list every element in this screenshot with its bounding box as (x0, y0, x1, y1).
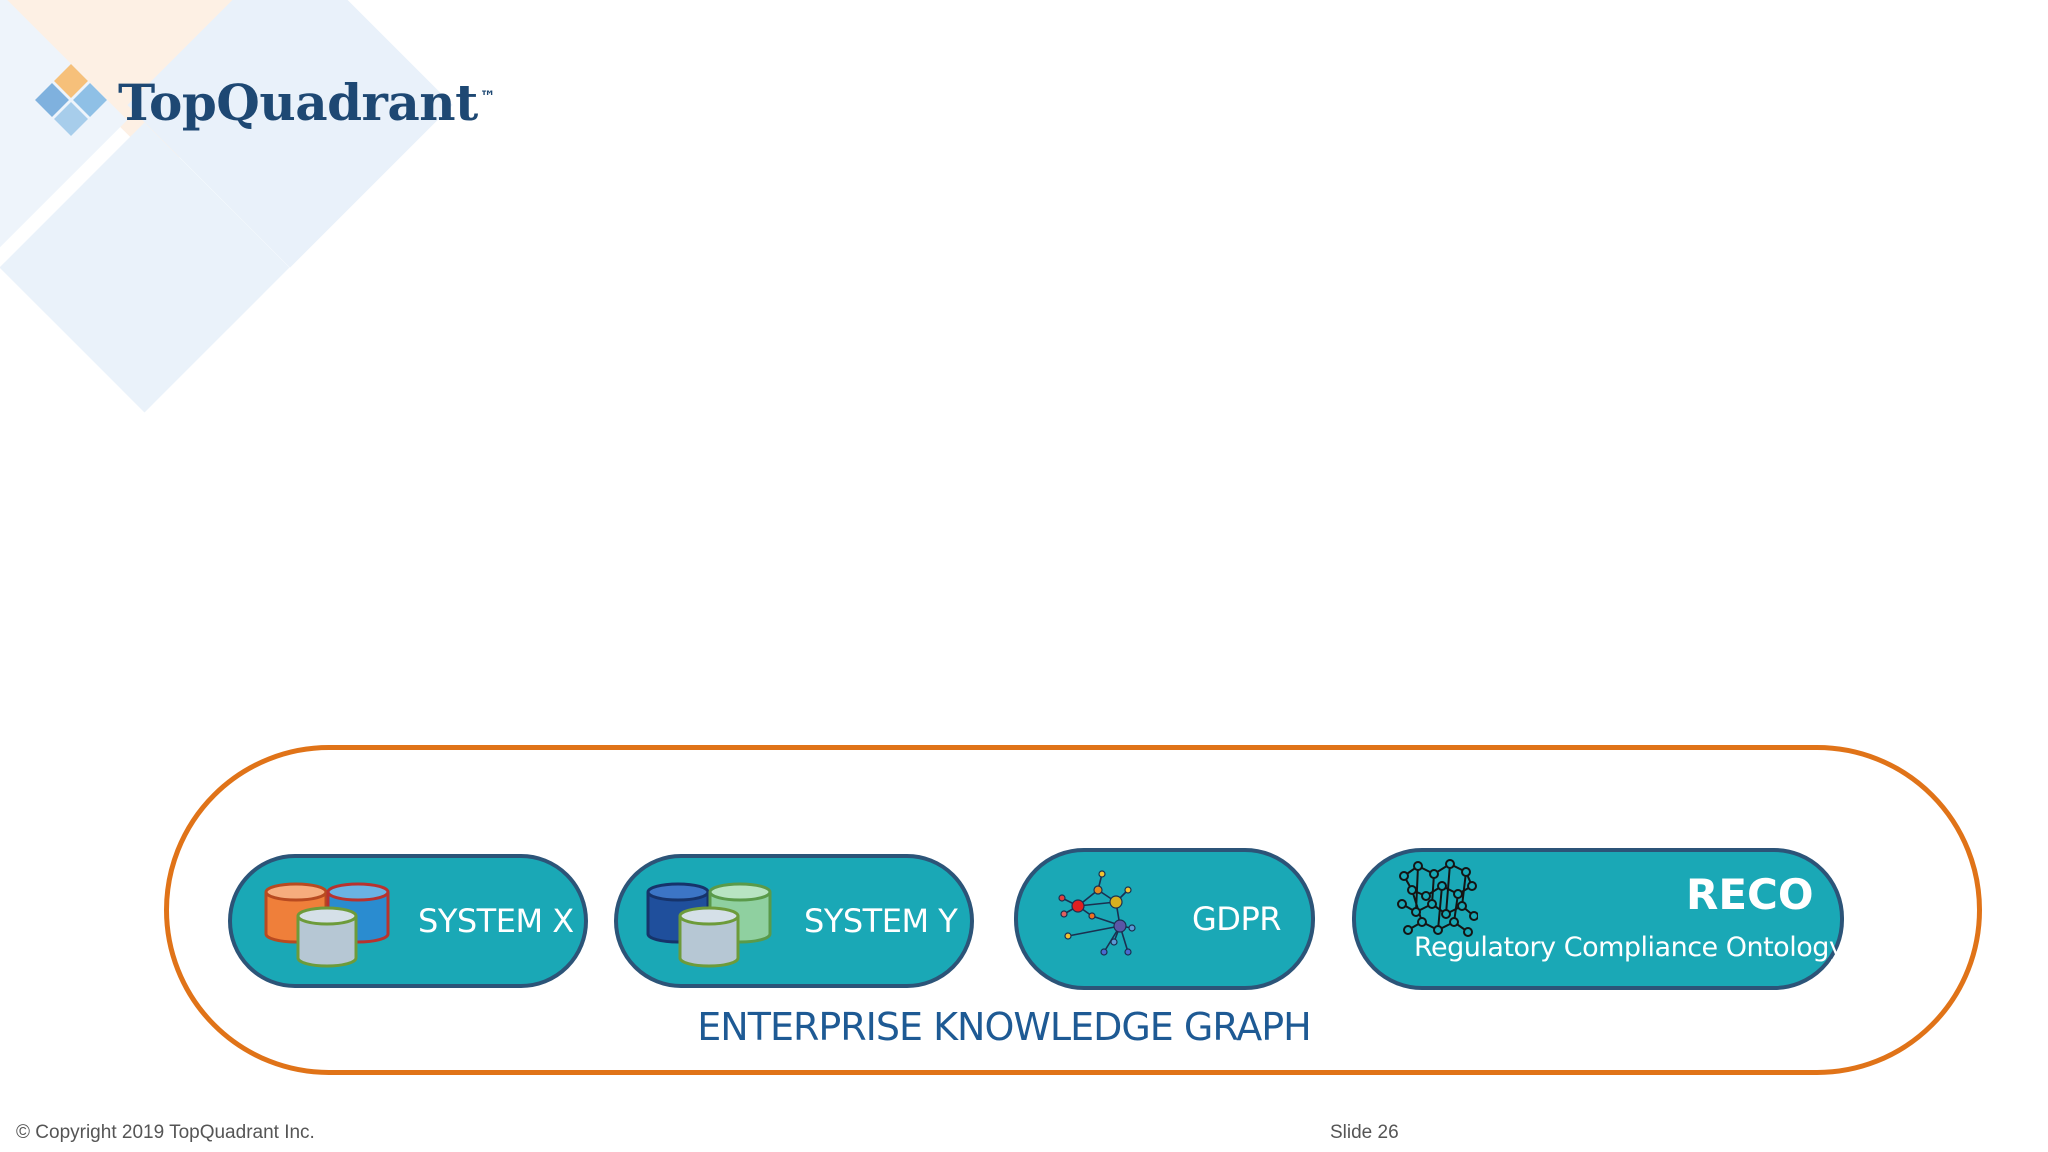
system-y-pill: SYSTEM Y (614, 854, 974, 988)
gdpr-label: GDPR (1192, 900, 1281, 938)
system-x-pill: SYSTEM X (228, 854, 588, 988)
reco-subtitle: Regulatory Compliance Ontology (1414, 932, 1845, 963)
knowledge-graph-label: ENTERPRISE KNOWLEDGE GRAPH (697, 1005, 1311, 1049)
database-icon (262, 880, 392, 974)
logo-mark-icon (35, 64, 107, 137)
knowledge-graph-outline (164, 745, 1982, 1075)
copyright-text: © Copyright 2019 TopQuadrant Inc. (16, 1122, 315, 1143)
network-graph-icon (1394, 856, 1479, 948)
database-icon (644, 880, 774, 974)
reco-title: RECO (1686, 870, 1814, 919)
system-x-label: SYSTEM X (418, 902, 574, 940)
system-y-label: SYSTEM Y (804, 902, 958, 940)
gdpr-pill: GDPR (1014, 848, 1315, 990)
slide-number: Slide 26 (1330, 1122, 1399, 1143)
network-graph-icon (1058, 868, 1138, 972)
reco-pill: RECO Regulatory Compliance Ontology (1352, 848, 1845, 990)
